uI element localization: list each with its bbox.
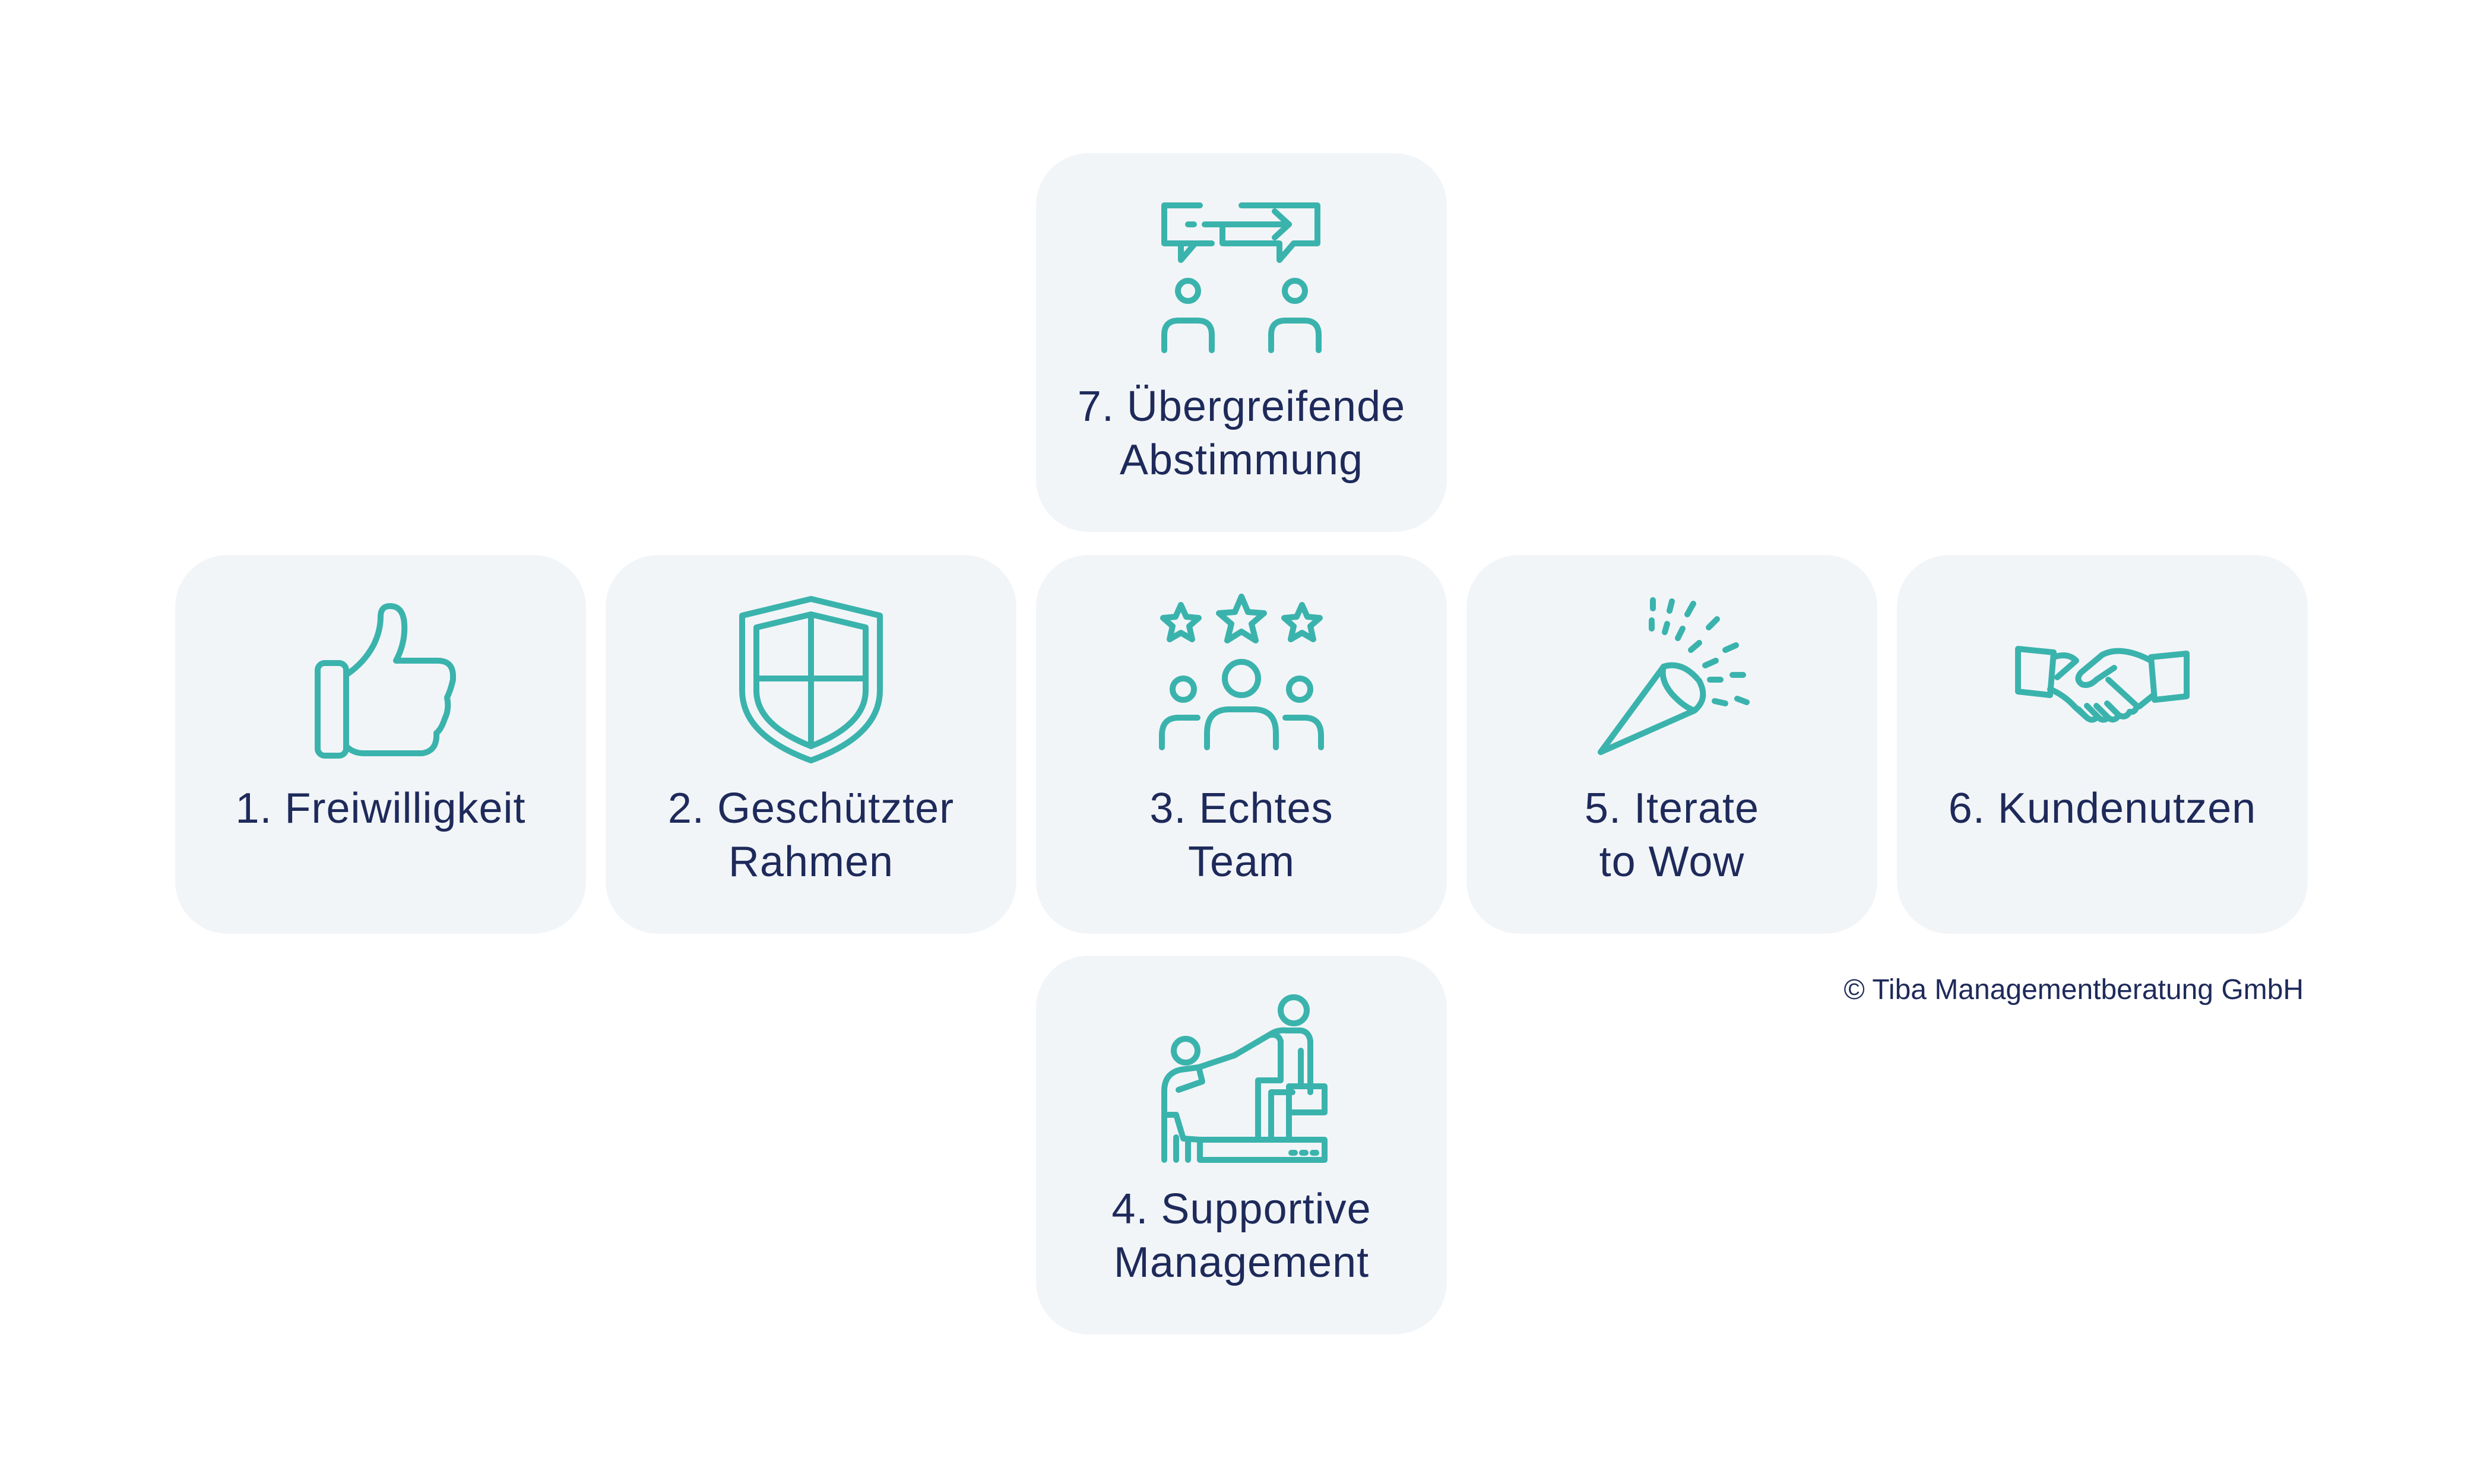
card-label: 2. Geschützter Rahmen bbox=[667, 785, 955, 886]
shield-icon bbox=[722, 591, 900, 769]
card-freiwilligkeit: 1. Freiwilligkeit bbox=[175, 555, 586, 934]
conversation-icon bbox=[1152, 189, 1331, 367]
card-uebergreifende-abstimmung: 7. Übergreifende Abstimmung bbox=[1036, 153, 1447, 532]
card-iterate-to-wow: 5. Iterate to Wow bbox=[1466, 555, 1877, 934]
party-popper-icon bbox=[1583, 591, 1761, 769]
card-label: 1. Freiwilligkeit bbox=[235, 785, 526, 832]
card-kundennutzen: 6. Kundenutzen bbox=[1897, 555, 2308, 934]
thumbs-up-icon bbox=[292, 591, 470, 769]
card-label: 4. Supportive Management bbox=[1111, 1185, 1371, 1286]
card-echtes-team: 3. Echtes Team bbox=[1036, 555, 1447, 934]
card-label: 5. Iterate to Wow bbox=[1584, 785, 1760, 886]
card-supportive-management: 4. Supportive Management bbox=[1036, 956, 1447, 1334]
team-stars-icon bbox=[1152, 591, 1331, 769]
helping-hand-icon bbox=[1152, 991, 1331, 1169]
card-geschuetzter-rahmen: 2. Geschützter Rahmen bbox=[606, 555, 1016, 934]
card-label: 7. Übergreifende Abstimmung bbox=[1077, 383, 1406, 484]
card-label: 3. Echtes Team bbox=[1149, 785, 1333, 886]
copyright-notice: © Tiba Managementberatung GmbH bbox=[1843, 974, 2304, 1006]
handshake-icon bbox=[2013, 591, 2191, 769]
card-label: 6. Kundenutzen bbox=[1948, 785, 2257, 832]
